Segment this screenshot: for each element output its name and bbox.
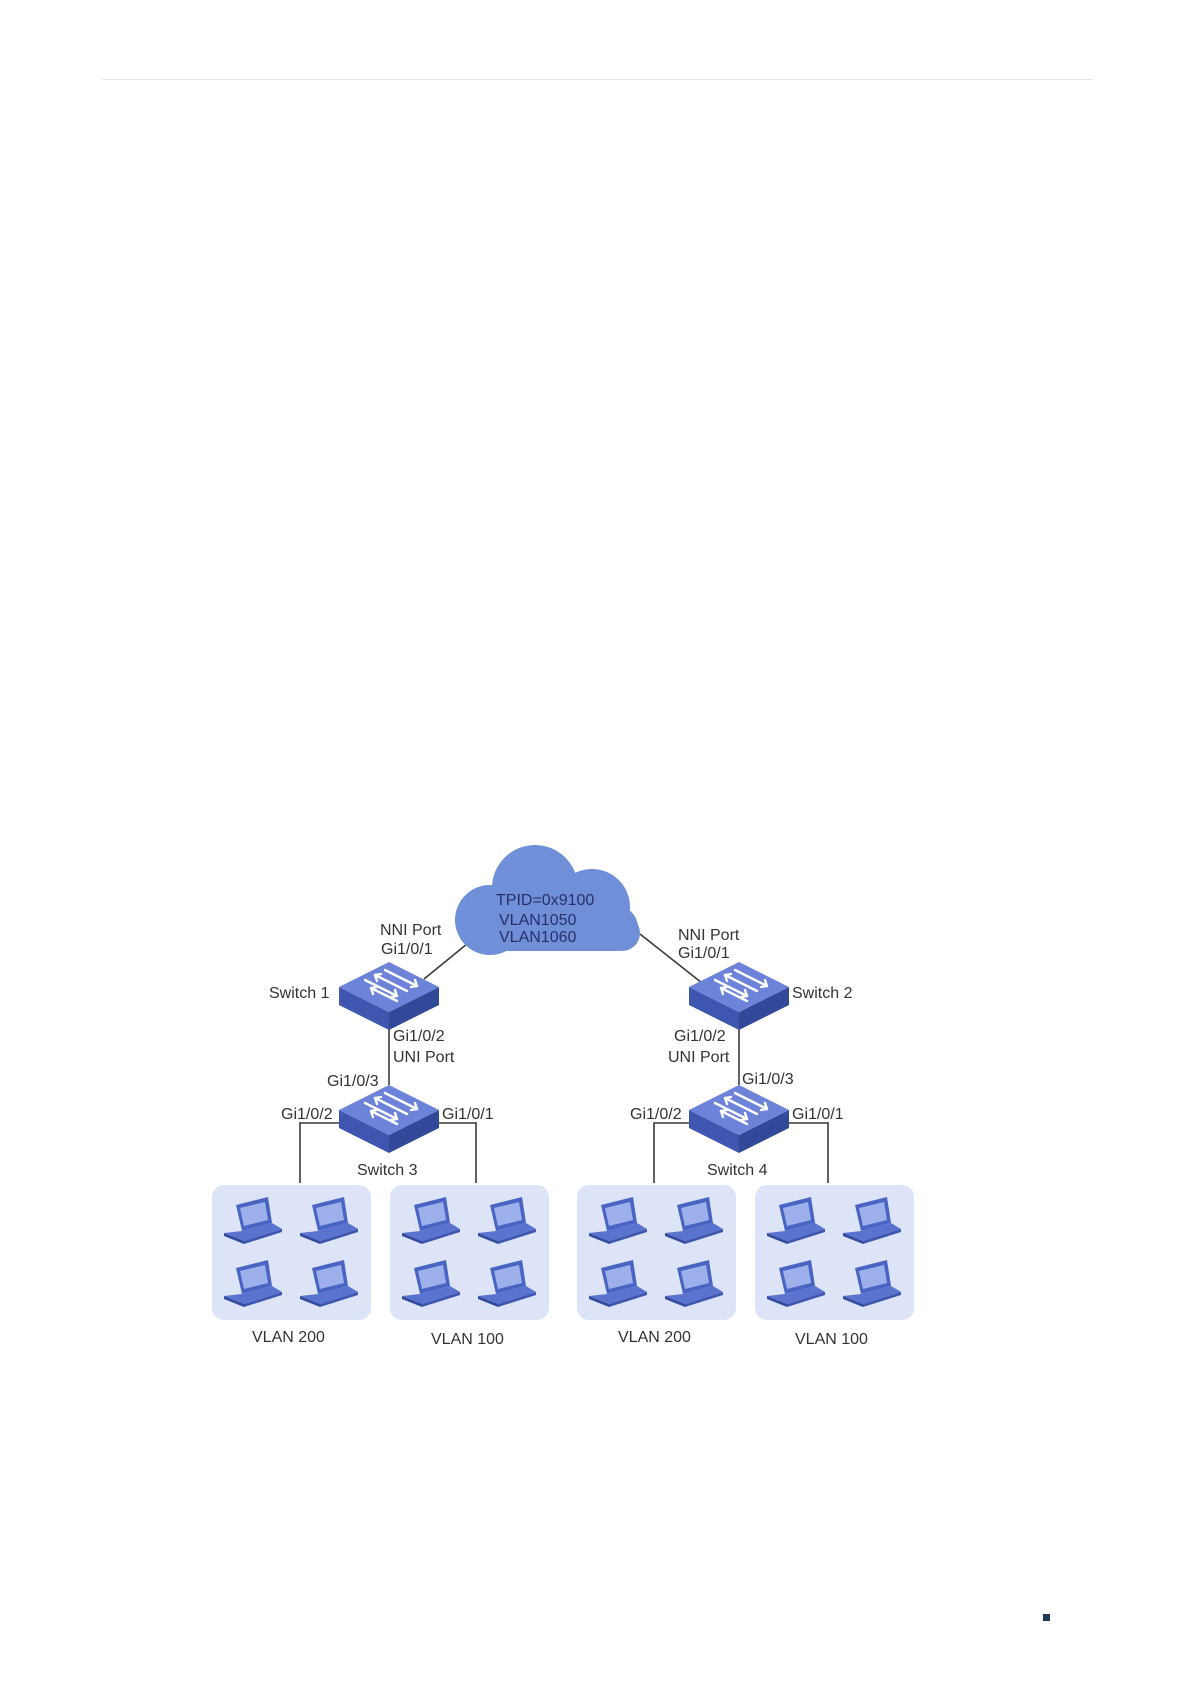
- switch-4-up-port: Gi1/0/3: [742, 1071, 794, 1088]
- vlan-group-4-label: VLAN 100: [795, 1331, 868, 1348]
- switch-3-up-port: Gi1/0/3: [327, 1073, 379, 1090]
- vlan-group-1: [212, 1185, 371, 1320]
- page-marker: [1043, 1614, 1050, 1621]
- switch-4-right-port: Gi1/0/1: [792, 1106, 844, 1123]
- switch-1-nni-port: Gi1/0/1: [381, 941, 433, 958]
- vlan-group-4: [755, 1185, 914, 1320]
- vlan-group-2-label: VLAN 100: [431, 1331, 504, 1348]
- switch-4-icon: [689, 1085, 789, 1153]
- switch-2-nni-label: NNI Port: [678, 927, 740, 944]
- cloud-vlan-b-label: VLAN1060: [499, 929, 576, 946]
- switch-3-icon: [339, 1085, 439, 1153]
- switch-4-left-port: Gi1/0/2: [630, 1106, 682, 1123]
- switch-2-uni-label: UNI Port: [668, 1049, 730, 1066]
- switch-2-icon: [689, 962, 789, 1030]
- switch-2-uni-port: Gi1/0/2: [674, 1028, 726, 1045]
- cloud-vlan-a-label: VLAN1050: [499, 912, 576, 929]
- switch-4-name: Switch 4: [707, 1162, 768, 1179]
- switch-1-icon: [339, 962, 439, 1030]
- switch-3-right-port: Gi1/0/1: [442, 1106, 494, 1123]
- switch-1-nni-label: NNI Port: [380, 922, 442, 939]
- vlan-group-3-label: VLAN 200: [618, 1329, 691, 1346]
- vlan-group-1-label: VLAN 200: [252, 1329, 325, 1346]
- switch-2-nni-port: Gi1/0/1: [678, 945, 730, 962]
- vlan-group-2: [390, 1185, 549, 1320]
- switch-1-name: Switch 1: [269, 985, 330, 1002]
- cloud-tpid-label: TPID=0x9100: [496, 892, 594, 909]
- switch-3-name: Switch 3: [357, 1162, 418, 1179]
- switch-1-uni-label: UNI Port: [393, 1049, 455, 1066]
- switch-3-left-port: Gi1/0/2: [281, 1106, 333, 1123]
- switch-2-name: Switch 2: [792, 985, 853, 1002]
- vlan-group-3: [577, 1185, 736, 1320]
- switch-1-uni-port: Gi1/0/2: [393, 1028, 445, 1045]
